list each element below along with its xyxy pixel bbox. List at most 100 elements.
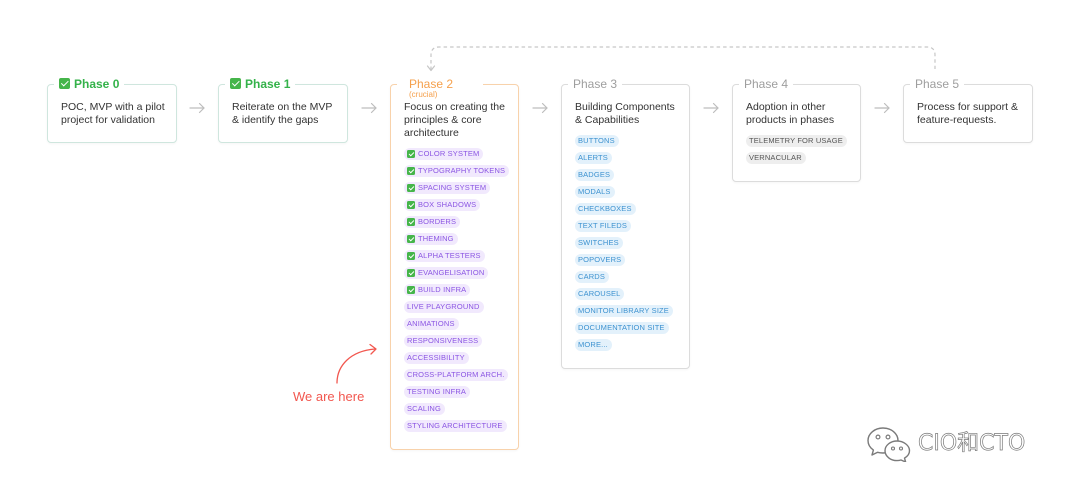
iteration-loop-arrowhead — [426, 65, 436, 72]
tag-popovers: POPOVERS — [575, 254, 626, 266]
tag-label: TESTING INFRA — [407, 387, 467, 396]
phase-title-text: Phase 5 — [915, 77, 960, 91]
description-line: project for validation — [61, 114, 155, 126]
crucial-note: (crucial) — [409, 90, 438, 99]
tag-theming: THEMING — [404, 233, 458, 245]
tag-box-shadows: BOX SHADOWS — [404, 199, 481, 211]
tag-live-playground: LIVE PLAYGROUND — [404, 301, 484, 313]
check-icon — [59, 78, 70, 89]
tag-label: SCALING — [407, 404, 441, 413]
arrow-right-icon — [189, 102, 205, 114]
tag-more: MORE... — [575, 339, 612, 351]
tag-alpha-testers: ALPHA TESTERS — [404, 250, 485, 262]
tag-label: STYLING ARCHITECTURE — [407, 421, 503, 430]
phase-title-text: Phase 2 — [409, 77, 454, 91]
description-line: POC, MVP with a pilot — [61, 101, 165, 113]
tag-alerts: ALERTS — [575, 152, 612, 164]
tag-scaling: SCALING — [404, 403, 445, 415]
phase-3-card: Phase 3 Building Components & Capabiliti… — [561, 77, 690, 369]
tag-responsiveness: RESPONSIVENESS — [404, 335, 483, 347]
check-icon — [407, 252, 415, 260]
phase-5-card: Phase 5 Process for support & feature-re… — [903, 77, 1033, 143]
tag-spacing-system: SPACING SYSTEM — [404, 182, 491, 194]
check-icon — [407, 286, 415, 294]
tag-monitor-library-size: MONITOR LIBRARY SIZE — [575, 305, 673, 317]
check-icon — [230, 78, 241, 89]
tag-label: CROSS-PLATFORM ARCH. — [407, 370, 505, 379]
phase-4-card: Phase 4 Adoption in other products in ph… — [732, 77, 861, 182]
check-icon — [407, 235, 415, 243]
tag-modals: MODALS — [575, 186, 615, 198]
phase-0-description: POC, MVP with a pilot project for valida… — [61, 101, 166, 127]
description-line: feature-requests. — [917, 114, 997, 126]
description-line: products in phases — [746, 114, 835, 126]
tag-vernacular: VERNACULAR — [746, 152, 806, 164]
arrow-right-icon — [532, 102, 548, 114]
tag-buttons: BUTTONS — [575, 135, 619, 147]
description-line: Process for support & — [917, 101, 1018, 113]
description-line: Focus on creating the — [404, 101, 505, 113]
phase-4-title: Phase 4 — [739, 77, 794, 91]
phase-4-tags: TELEMETRY FOR USAGE VERNACULAR — [746, 135, 850, 166]
phase-title-text: Phase 4 — [744, 77, 789, 91]
phase-5-description: Process for support & feature-requests. — [917, 101, 1022, 127]
tag-borders: BORDERS — [404, 216, 461, 228]
tag-telemetry-for-usage: TELEMETRY FOR USAGE — [746, 135, 847, 147]
description-line: architecture — [404, 127, 459, 139]
phase-1-title: Phase 1 — [225, 77, 296, 91]
phase-4-description: Adoption in other products in phases — [746, 101, 850, 127]
tag-color-system: COLOR SYSTEM — [404, 148, 484, 160]
curved-arrow-icon — [336, 343, 377, 384]
phase-1-description: Reiterate on the MVP & identify the gaps — [232, 101, 337, 127]
tag-label: TYPOGRAPHY TOKENS — [418, 166, 506, 175]
tag-cards: CARDS — [575, 271, 610, 283]
check-icon — [407, 269, 415, 277]
tag-label: BUILD INFRA — [418, 285, 467, 294]
tag-label: ACCESSIBILITY — [407, 353, 465, 362]
description-line: Building Components — [575, 101, 675, 113]
arrow-right-icon — [361, 102, 377, 114]
phase-title-text: Phase 3 — [573, 77, 618, 91]
tag-animations: ANIMATIONS — [404, 318, 459, 330]
phase-0-title: Phase 0 — [54, 77, 125, 91]
phase-3-title: Phase 3 — [568, 77, 623, 91]
tag-label: THEMING — [418, 234, 454, 243]
tag-evangelisation: EVANGELISATION — [404, 267, 489, 279]
phase-3-tags: BUTTONS ALERTS BADGES MODALS CHECKBOXES … — [575, 135, 679, 353]
check-icon — [407, 167, 415, 175]
description-line: Adoption in other — [746, 101, 826, 113]
tag-documentation-site: DOCUMENTATION SITE — [575, 322, 669, 334]
description-line: & identify the gaps — [232, 114, 319, 126]
tag-label: COLOR SYSTEM — [418, 149, 480, 158]
tag-text-fileds: TEXT FILEDS — [575, 220, 632, 232]
tag-label: ALPHA TESTERS — [418, 251, 481, 260]
phase-5-title: Phase 5 — [910, 77, 965, 91]
tag-label: BOX SHADOWS — [418, 200, 477, 209]
tag-label: BORDERS — [418, 217, 457, 226]
phase-1-card: Phase 1 Reiterate on the MVP & identify … — [218, 77, 348, 143]
wechat-icon — [867, 427, 911, 462]
phase-3-description: Building Components & Capabilities — [575, 101, 679, 127]
check-icon — [407, 218, 415, 226]
arrow-right-icon — [703, 102, 719, 114]
phase-2-title: Phase 2 (crucial) — [397, 77, 484, 99]
phase-2-card: Phase 2 (crucial) Focus on creating the … — [390, 77, 519, 450]
tag-badges: BADGES — [575, 169, 615, 181]
description-line: principles & core — [404, 114, 482, 126]
watermark: CIO和CTO — [866, 426, 1026, 462]
tag-label: EVANGELISATION — [418, 268, 485, 277]
tag-cross-platform-arch: CROSS-PLATFORM ARCH. — [404, 369, 509, 381]
phase-2-description: Focus on creating the principles & core … — [404, 101, 508, 140]
tag-carousel: CAROUSEL — [575, 288, 625, 300]
tag-checkboxes: CHECKBOXES — [575, 203, 636, 215]
tag-label: ANIMATIONS — [407, 319, 455, 328]
check-icon — [407, 184, 415, 192]
phase-title-text: Phase 1 — [245, 77, 291, 91]
tag-accessibility: ACCESSIBILITY — [404, 352, 469, 364]
tag-styling-architecture: STYLING ARCHITECTURE — [404, 420, 507, 432]
watermark-text: CIO和CTO — [918, 431, 1026, 457]
description-line: & Capabilities — [575, 114, 640, 126]
tag-build-infra: BUILD INFRA — [404, 284, 471, 296]
tag-label: SPACING SYSTEM — [418, 183, 487, 192]
